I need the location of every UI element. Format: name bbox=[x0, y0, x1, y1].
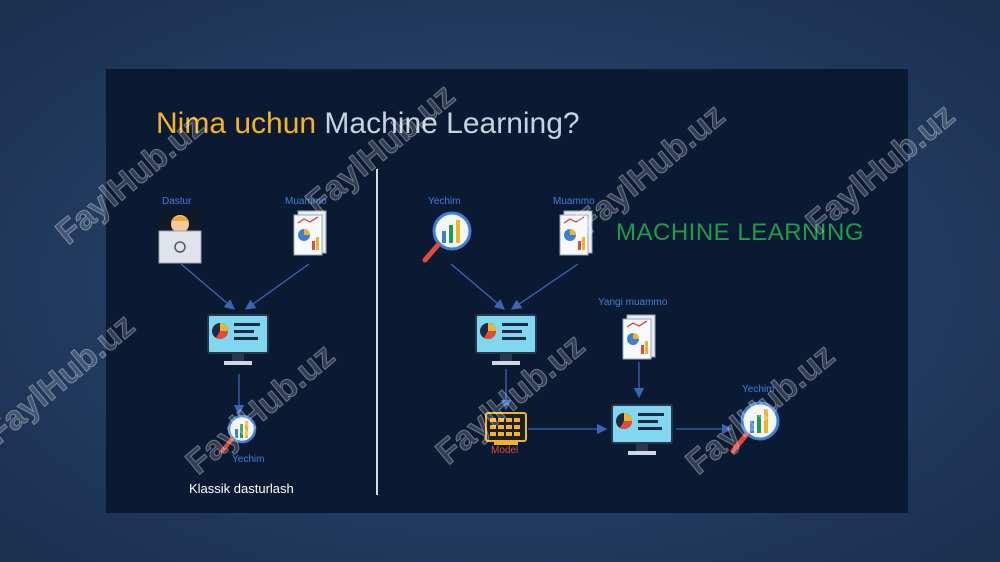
slide: Nima uchun Machine Learning? Dastur bbox=[106, 69, 908, 513]
label-yangi-muammo: Yangi muammo bbox=[598, 297, 668, 308]
label-muammo-left: Muammo bbox=[285, 196, 327, 207]
computer-icon-right bbox=[474, 313, 538, 374]
arrow-yechim-computer bbox=[450, 263, 505, 310]
caption-klassik: Klassik dasturlash bbox=[189, 481, 294, 496]
title-part1: Nima uchun bbox=[156, 107, 317, 140]
magnifier-chart-icon-left bbox=[218, 413, 258, 460]
document-chart-icon-new bbox=[621, 313, 657, 366]
magnifier-chart-icon-right bbox=[420, 209, 476, 270]
label-muammo-right: Muammo bbox=[553, 196, 595, 207]
arrow-muammo-computer-right bbox=[510, 263, 579, 310]
flow-arrows bbox=[180, 263, 733, 435]
arrow-muammo-computer bbox=[244, 263, 310, 310]
computer-icon-left bbox=[206, 313, 270, 374]
section-divider bbox=[376, 169, 378, 495]
label-yechim-out: Yechim bbox=[742, 384, 775, 395]
document-chart-icon-right bbox=[558, 209, 594, 262]
model-chip-icon bbox=[484, 411, 528, 452]
label-dastur: Dastur bbox=[162, 196, 192, 207]
title-part2: Machine Learning? bbox=[324, 107, 580, 140]
document-chart-icon bbox=[292, 209, 328, 262]
computer-icon-center bbox=[610, 403, 674, 464]
slide-title: Nima uchun Machine Learning? bbox=[156, 107, 580, 141]
programmer-icon bbox=[156, 209, 204, 270]
label-yechim-left: Yechim bbox=[232, 454, 265, 465]
magnifier-chart-icon-out bbox=[728, 397, 784, 462]
machine-learning-heading: MACHINE LEARNING bbox=[616, 219, 865, 246]
label-model: Model bbox=[491, 445, 519, 456]
label-yechim-right: Yechim bbox=[428, 196, 461, 207]
arrow-dastur-computer bbox=[180, 263, 235, 310]
